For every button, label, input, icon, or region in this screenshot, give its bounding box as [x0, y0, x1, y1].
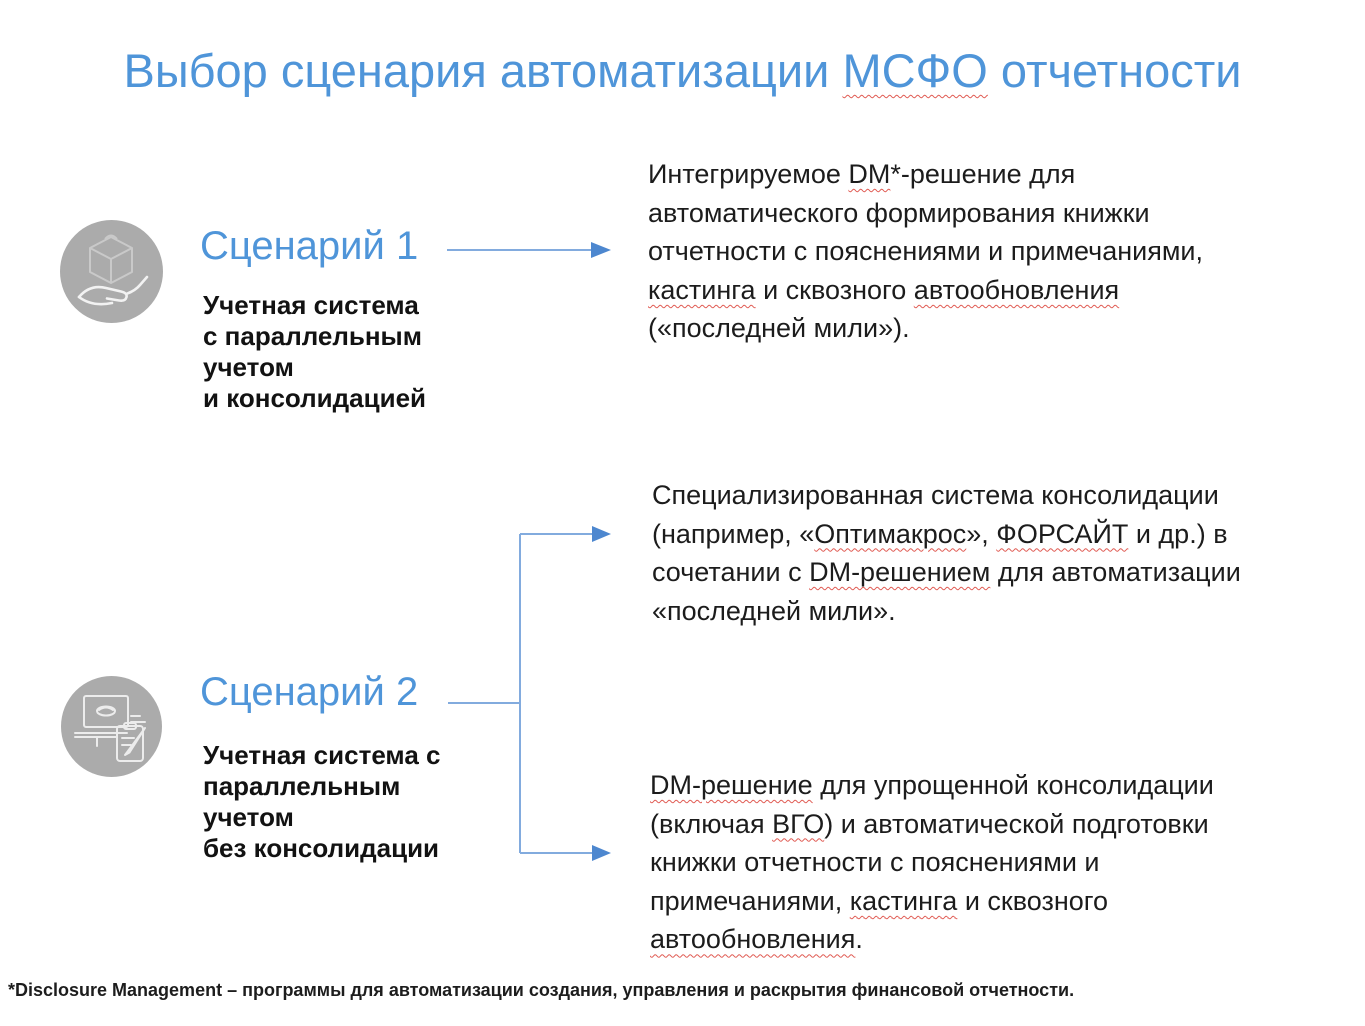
- scenario2-option1-description: Специализированная система консолидации(…: [652, 480, 1241, 626]
- slide-title: Выбор сценария автоматизации МСФО отчетн…: [123, 44, 1242, 97]
- scenario2-branch-arrows-icon: [448, 526, 611, 861]
- footnote: *Disclosure Management – программы для а…: [8, 980, 1075, 1000]
- scenario2-option2-description: DM-решение для упрощенной консолидации(в…: [650, 770, 1214, 955]
- scenario2-heading: Сценарий 2: [200, 670, 419, 714]
- laptop-checklist-icon: [61, 676, 162, 782]
- scenario1-arrow-icon: [447, 242, 611, 258]
- scenario1-heading: Сценарий 1: [200, 224, 419, 268]
- hand-holding-box-icon: [60, 220, 163, 328]
